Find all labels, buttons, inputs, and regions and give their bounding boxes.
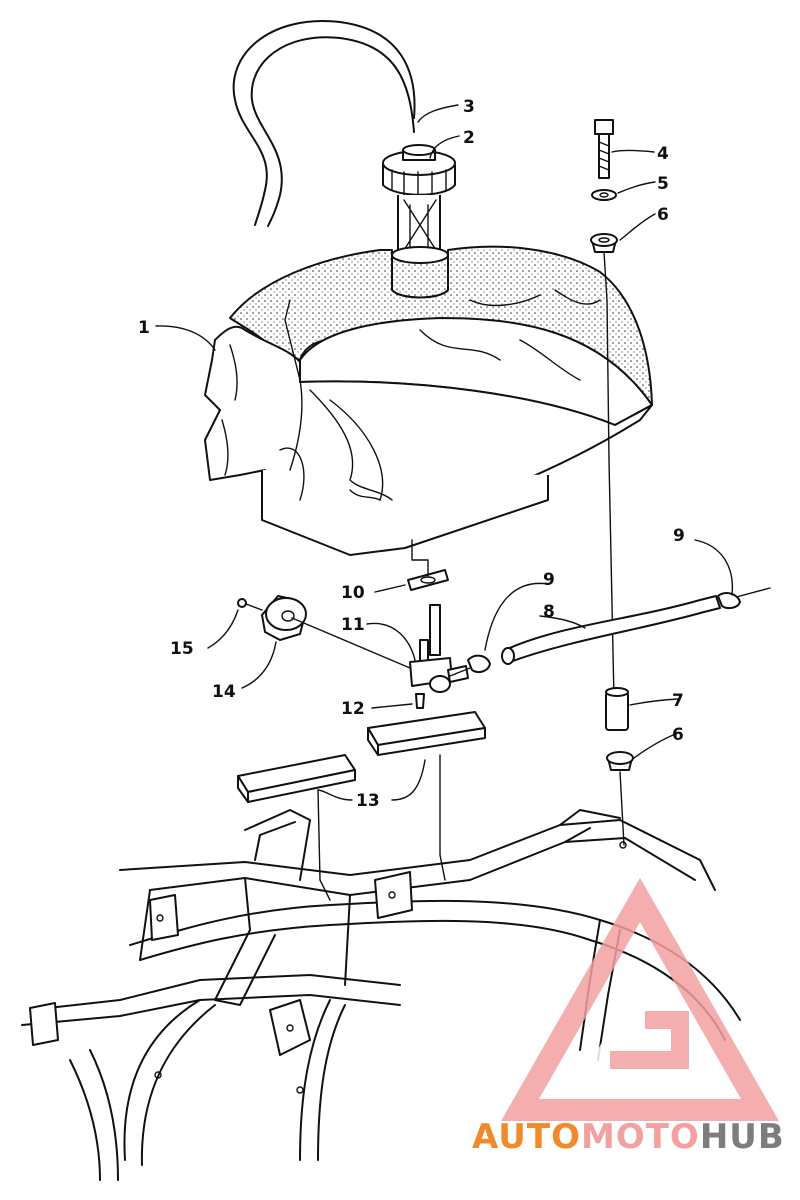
watermark-auto: AUTO [472, 1117, 581, 1157]
watermark-text: AUTOMOTOHUB [472, 1117, 785, 1157]
mount-centerline [603, 251, 615, 701]
foam-pad-left [237, 754, 356, 803]
callout-15: 15 [170, 639, 194, 659]
valve-screw [415, 693, 425, 709]
foam-pad-placement-lines [317, 754, 441, 881]
watermark-moto: MOTO [581, 1117, 700, 1157]
callout-11: 11 [341, 615, 365, 635]
callout-labels: 1 2 3 4 5 6 6 7 8 9 9 10 11 12 13 14 15 [138, 97, 685, 811]
callout-6-upper: 6 [657, 205, 669, 225]
watermark-logo [501, 877, 779, 1121]
hose-clamp-left [467, 654, 491, 673]
callout-12: 12 [341, 699, 365, 719]
callout-4: 4 [657, 144, 669, 164]
spacer [605, 687, 629, 731]
callout-9-right: 9 [673, 526, 685, 546]
mount-washer [591, 189, 617, 201]
filler-neck [391, 195, 449, 299]
svg-text:AUTOMOTOHUB: AUTOMOTOHUB [472, 1117, 785, 1157]
callout-9-left: 9 [543, 570, 555, 590]
callout-5: 5 [657, 174, 669, 194]
gasket [407, 569, 449, 591]
leader-lines [155, 104, 734, 801]
callout-8: 8 [543, 602, 555, 622]
callout-2: 2 [463, 128, 475, 148]
valve-knob [261, 595, 411, 669]
mount-bolt [594, 119, 614, 179]
callout-10: 10 [341, 583, 365, 603]
mount-grommet-lower [606, 751, 634, 846]
knob-screw [237, 598, 263, 611]
callout-7: 7 [672, 691, 684, 711]
gas-cap [382, 144, 456, 197]
chassis-frame [21, 809, 741, 1181]
vent-hose [232, 20, 416, 227]
callout-1: 1 [138, 318, 150, 338]
hose-clamp-right [717, 592, 741, 610]
callout-14: 14 [212, 682, 236, 702]
foam-pad-right [367, 711, 486, 756]
watermark-hub: HUB [700, 1117, 785, 1157]
callout-6-lower: 6 [672, 725, 684, 745]
callout-3: 3 [463, 97, 475, 117]
callout-13: 13 [356, 791, 380, 811]
fuel-shutoff-valve [409, 539, 471, 693]
mount-grommet-upper [590, 233, 618, 253]
gas-tank [204, 245, 653, 556]
